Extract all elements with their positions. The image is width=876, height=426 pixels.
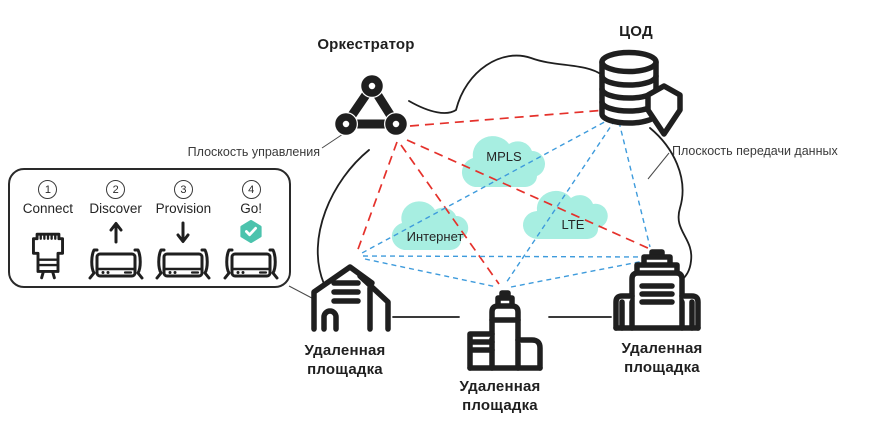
step-label: Go! — [240, 201, 262, 216]
router-icon — [223, 248, 279, 280]
data-plane-links — [361, 117, 651, 288]
site1-building-icon — [311, 264, 391, 332]
ethernet-plug-icon — [31, 232, 64, 280]
data-link-dc-site3 — [618, 121, 651, 248]
wan-cloud-outline — [316, 54, 693, 318]
step-number-badge: 2 — [106, 180, 126, 199]
control-link-orchestrator-site2 — [400, 144, 500, 285]
step-label: Discover — [89, 201, 142, 216]
datacenter-database-shield-icon — [599, 49, 683, 137]
data-link-dc-site2 — [505, 119, 616, 284]
step-number-badge: 3 — [173, 180, 193, 199]
site1-label: Удаленная площадка — [304, 342, 386, 378]
step-number-badge: 1 — [38, 180, 58, 199]
arrow-down-icon — [176, 221, 190, 243]
datacenter-label: ЦОД — [619, 23, 653, 40]
step-provision: 3 Provision — [150, 180, 218, 282]
arrow-up-icon — [109, 222, 123, 244]
orchestrator-label: Оркестратор — [317, 36, 415, 53]
step-number-badge: 4 — [241, 180, 261, 199]
control-link-orchestrator-site1 — [356, 141, 398, 253]
control-plane-links — [356, 109, 651, 285]
control-plane-label: Плоскость управления — [187, 145, 320, 159]
ztp-steps-box: 1 Connect 2 Discover — [8, 168, 291, 288]
step-discover: 2 Discover — [82, 180, 150, 282]
data-plane-leader-line — [647, 152, 670, 180]
lte-label: LTE — [561, 217, 585, 232]
data-plane-label: Плоскость передачи данных — [672, 144, 838, 158]
site3-label: Удаленная площадка — [621, 340, 703, 376]
site2-building-icon — [467, 290, 543, 371]
step-label: Provision — [155, 201, 212, 216]
mpls-label: MPLS — [486, 149, 522, 164]
data-link-site2-site3 — [510, 259, 650, 288]
step-label: Connect — [22, 201, 74, 216]
router-icon — [88, 248, 144, 280]
data-link-dc-site1 — [361, 117, 613, 254]
site3-building-icon — [613, 249, 701, 331]
router-icon — [155, 248, 211, 280]
control-plane-leader-line — [321, 133, 344, 149]
orchestrator-icon — [334, 74, 408, 136]
check-badge-icon — [240, 219, 262, 244]
step-connect: 1 Connect — [14, 180, 82, 282]
control-link-orchestrator-dc — [409, 109, 607, 127]
site2-label: Удаленная площадка — [459, 378, 541, 414]
data-link-site1-site3 — [362, 255, 649, 258]
data-link-site1-site2 — [364, 258, 498, 288]
step-go: 4 Go! — [217, 180, 285, 282]
internet-label: Интернет — [406, 229, 464, 244]
